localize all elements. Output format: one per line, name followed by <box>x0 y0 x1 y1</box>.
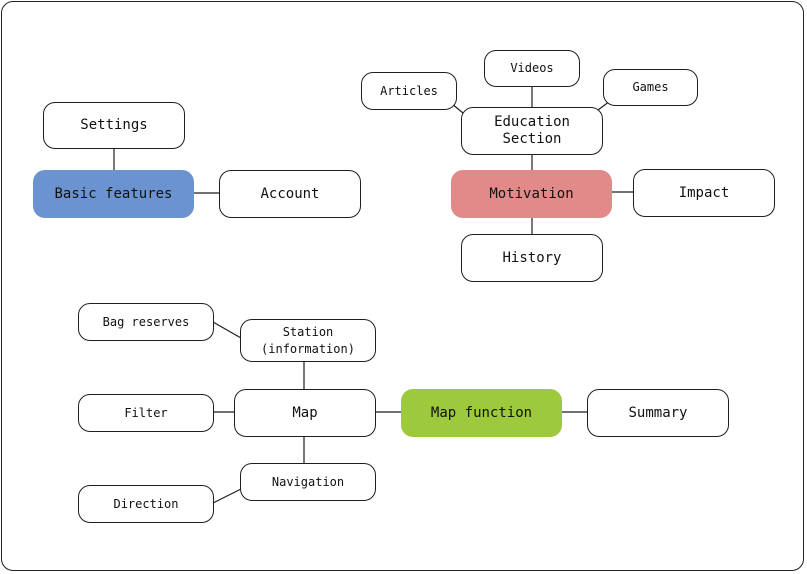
node-history: History <box>461 234 603 282</box>
node-education-section: Education Section <box>461 107 603 155</box>
node-station-information: Station (information) <box>240 319 376 362</box>
node-videos: Videos <box>484 50 580 87</box>
node-bag-reserves: Bag reserves <box>78 303 214 341</box>
node-navigation: Navigation <box>240 463 376 501</box>
node-account: Account <box>219 170 361 218</box>
node-settings: Settings <box>43 102 185 149</box>
node-basic-features: Basic features <box>33 170 194 218</box>
link-direction-navigation <box>212 488 242 504</box>
node-summary: Summary <box>587 389 729 437</box>
node-map-function: Map function <box>401 389 562 437</box>
node-articles: Articles <box>361 72 457 110</box>
link-bag-station <box>212 321 242 339</box>
node-impact: Impact <box>633 169 775 217</box>
node-map: Map <box>234 389 376 437</box>
node-direction: Direction <box>78 485 214 523</box>
node-motivation: Motivation <box>451 170 612 218</box>
node-filter: Filter <box>78 394 214 432</box>
node-games: Games <box>603 69 698 106</box>
